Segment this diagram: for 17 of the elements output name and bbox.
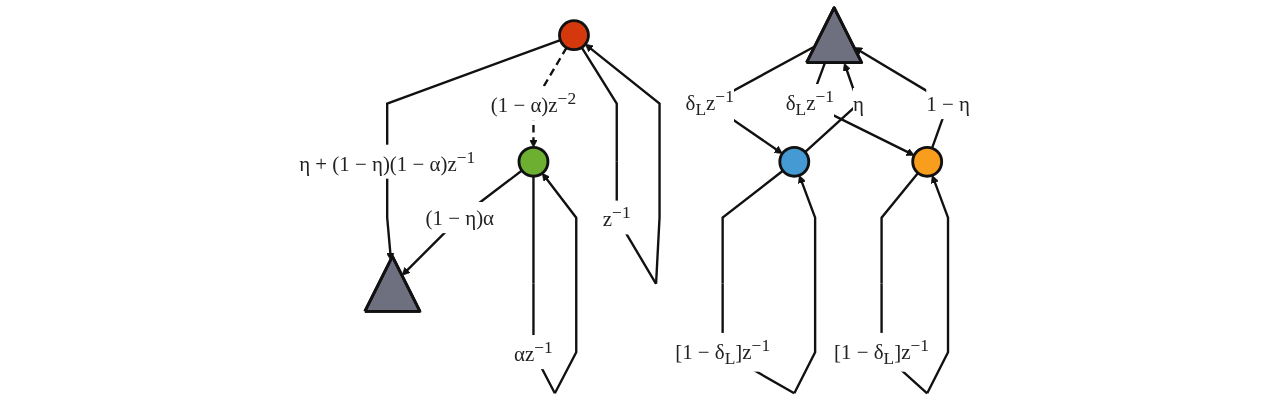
arrow: [386, 39, 561, 261]
edge-label: (1 − α)z$^{−2}$: [490, 89, 577, 118]
edge-label: (1 − η)α: [425, 205, 495, 230]
node-circle: [778, 145, 811, 178]
edge-label: z$^{−1}$: [602, 203, 631, 232]
arrow: [401, 169, 523, 276]
edge-label: η: [852, 91, 864, 116]
edge-label: δ$_{L}$z$^{−1}$: [785, 86, 834, 119]
edge-label: [1 − δ$_{L}$]z$^{−1}$: [834, 335, 930, 368]
edge-label: 1 − η: [926, 91, 970, 116]
node-circle: [911, 145, 944, 178]
edge-label: [1 − δ$_{L}$]z$^{−1}$: [675, 335, 771, 368]
edge-label: αz$^{−1}$: [514, 337, 553, 366]
node-circle: [517, 145, 550, 178]
edge-label: η + (1 − η)(1 − α)z$^{−1}$: [299, 147, 476, 176]
node-circle: [558, 19, 590, 52]
edge-label: δ$_{L}$z$^{−1}$: [685, 86, 734, 119]
